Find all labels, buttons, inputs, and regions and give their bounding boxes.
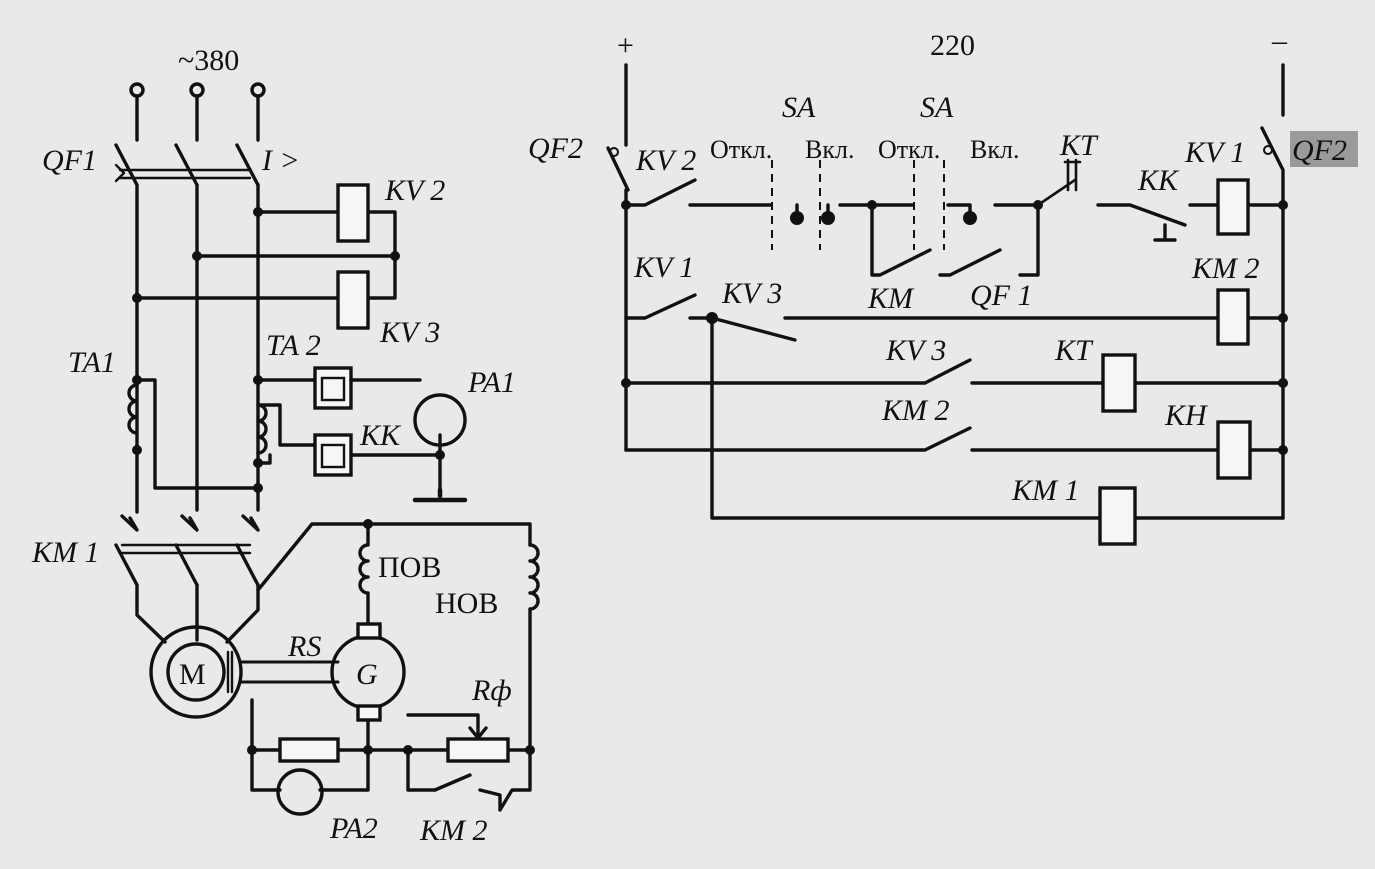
pa1-label: PA1 — [467, 366, 516, 399]
qf1-breaker — [114, 143, 260, 187]
kv2-label: KV 2 — [384, 174, 445, 207]
kv1-contact-label: KV 1 — [633, 251, 694, 284]
km1-coil — [1098, 486, 1137, 546]
sa1-label: SA — [782, 91, 816, 124]
series-field-label: ПОВ — [378, 551, 441, 584]
kv2-contact-label: KV 2 — [635, 144, 696, 177]
kv2-coil — [336, 183, 370, 243]
kv1-coil — [1216, 178, 1250, 236]
sa1-dashed — [771, 160, 821, 250]
sa1-on-label: Вкл. — [805, 135, 854, 164]
kh-label: KH — [1164, 399, 1209, 432]
row2-kv1-contact — [624, 293, 1102, 520]
ac-supply-label: ~380 — [178, 44, 239, 77]
kv1-label: KV 1 — [1184, 136, 1245, 169]
kv3-coil — [336, 270, 370, 330]
positive-rail — [606, 63, 630, 452]
motor-label: M — [179, 658, 206, 691]
motor-leads — [135, 583, 260, 644]
sa2-on-label: Вкл. — [970, 135, 1019, 164]
ta2-label: TA 2 — [266, 329, 321, 362]
kk-left-label: KK — [359, 419, 402, 452]
qf2-right-highlight — [1290, 131, 1358, 167]
shunt-field-label: НОВ — [435, 587, 498, 620]
row1-wire-b — [795, 203, 914, 220]
rheostat-wiring — [406, 748, 532, 812]
km2-coil-label: KM 2 — [1191, 252, 1260, 285]
terminal-l1 — [129, 82, 145, 98]
plus-label: + — [617, 29, 634, 62]
km1-left-label: KM 1 — [31, 536, 100, 569]
qf2-left-label: QF2 — [528, 132, 583, 165]
km2-bypass-contact — [433, 773, 472, 792]
kk-right-label: KK — [1137, 164, 1180, 197]
km2-bottom-label: KM 2 — [419, 814, 488, 847]
generator-label: G — [356, 658, 378, 691]
generator-brush-top — [356, 622, 382, 640]
pa2-ammeter — [276, 768, 324, 816]
kv2-wiring — [195, 210, 397, 258]
kt-coil — [1101, 353, 1137, 413]
field-top-wire — [256, 522, 532, 592]
ta1-current-transformer — [127, 358, 260, 490]
km2-coil — [1216, 288, 1250, 346]
overcurrent-label: I > — [261, 144, 300, 177]
kt-contact-label: KT — [1059, 129, 1099, 162]
km-contact — [870, 203, 932, 277]
pa1-ammeter — [413, 393, 467, 447]
labels: ~380 QF1 I > KV 2 KV 3 TA1 TA 2 PA1 KK K… — [31, 24, 1358, 847]
kv3-contact-label: KV 3 — [721, 277, 782, 310]
kt-coil-label: KT — [1054, 334, 1094, 367]
row2-kv3-contact — [710, 316, 1285, 342]
kv3-label: KV 3 — [379, 316, 440, 349]
qf1-label: QF1 — [42, 144, 97, 177]
ground-symbol — [412, 487, 468, 503]
armature-loop — [250, 698, 410, 792]
terminal-l3 — [250, 82, 266, 98]
motor-rotor — [166, 642, 226, 702]
qf1-aux-contact — [938, 203, 1040, 277]
dc-supply-label: 220 — [930, 29, 975, 62]
sa2-dashed — [913, 160, 945, 250]
kt-contact — [1036, 158, 1082, 207]
series-field-winding — [358, 522, 370, 626]
qf1-contact-label: QF 1 — [970, 279, 1033, 312]
shunt-field-winding — [528, 543, 540, 752]
pa2-label: PA2 — [329, 812, 378, 845]
kv3-dc-label: KV 3 — [885, 334, 946, 367]
row1-wire-c — [946, 203, 1042, 220]
row3-kv3-contact — [624, 358, 1285, 385]
terminal-l2 — [189, 82, 205, 98]
km-contact-label: KM — [867, 282, 915, 315]
sa1-off-label: Откл. — [710, 135, 772, 164]
rheostat — [446, 737, 510, 763]
generator-brush-bottom — [356, 704, 382, 722]
kv3-wiring — [135, 254, 397, 300]
rs-shaft-coupling — [238, 660, 340, 684]
km1-main-contacts — [114, 448, 260, 587]
km2-contact-label: KM 2 — [881, 394, 950, 427]
shunt-resistor — [278, 737, 340, 763]
minus-label: – — [1271, 24, 1288, 57]
rheostat-slider — [406, 713, 488, 740]
rs-label: RS — [287, 630, 321, 663]
rheostat-label: Rф — [471, 674, 512, 707]
ac-power-circuit — [114, 82, 540, 816]
row4-km2-contact — [624, 426, 1285, 452]
qf2-right-label: QF2 — [1292, 134, 1347, 167]
kh-coil — [1216, 420, 1252, 480]
dc-control-circuit — [606, 63, 1288, 546]
kk-thermal-elements — [313, 366, 445, 492]
motor-circle — [149, 625, 243, 719]
sa2-off-label: Откл. — [878, 135, 940, 164]
row1-kv2-contact — [624, 178, 697, 207]
sa2-label: SA — [920, 91, 954, 124]
row1-wire-d — [1096, 203, 1187, 242]
ta1-label: TA1 — [68, 346, 116, 379]
km1-coil-label: KM 1 — [1011, 474, 1080, 507]
